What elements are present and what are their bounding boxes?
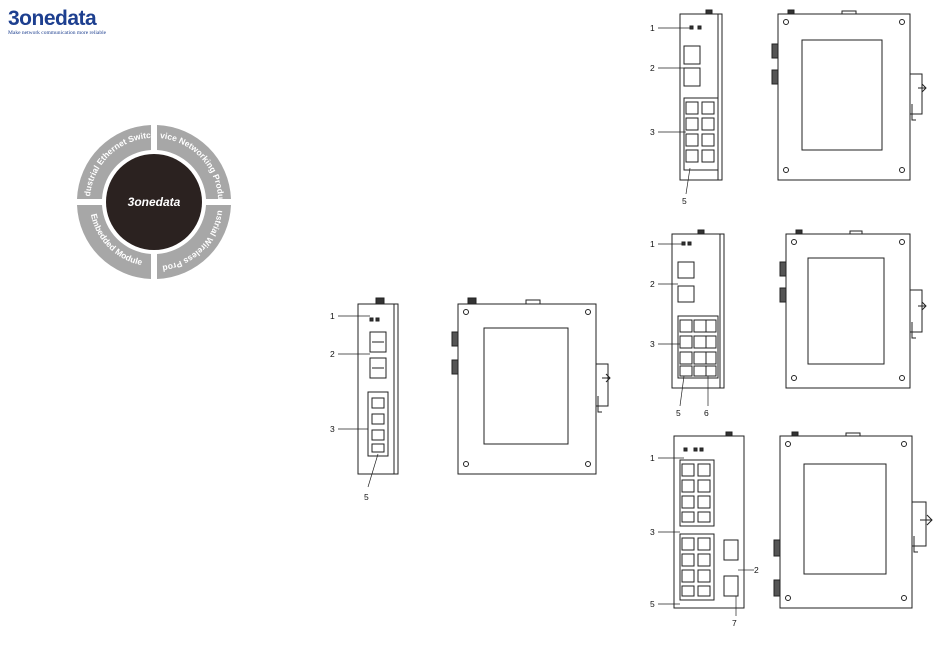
mr-callout-5: 5: [676, 408, 681, 418]
mr-callout-1: 1: [650, 239, 655, 249]
figure-middle-right-switch: 1 2 3 5 6: [646, 228, 946, 424]
tr-callout-3: 3: [650, 127, 655, 137]
small-callout-5: 5: [364, 492, 369, 502]
br-callout-7: 7: [732, 618, 737, 628]
small-front-device: [358, 298, 398, 474]
mr-front-device: [672, 230, 724, 388]
small-callout-2: 2: [330, 349, 335, 359]
br-front-device: [674, 432, 744, 608]
small-callout-3: 3: [330, 424, 335, 434]
mr-callout-3: 3: [650, 339, 655, 349]
brand-name: 3onedata: [8, 8, 106, 30]
mr-side-device: [780, 230, 926, 388]
small-callout-1: 1: [330, 311, 335, 321]
br-side-device: [774, 432, 932, 608]
tr-front-device: [680, 10, 722, 180]
br-callout-2: 2: [754, 565, 759, 575]
product-category-wheel: 3onedata Industrial Ethernet Switch Devi…: [74, 122, 234, 282]
small-side-device: [452, 298, 610, 474]
figure-small-switch: 1 2 3 5: [326, 292, 636, 507]
brand-logo: 3onedata Make network communication more…: [8, 8, 106, 36]
tr-callout-5: 5: [682, 196, 687, 206]
br-callout-1: 1: [650, 453, 655, 463]
wheel-center-label: 3onedata: [128, 195, 181, 209]
figure-bottom-right-switch: 1 3 5 2 7: [646, 430, 946, 630]
tr-callout-1: 1: [650, 23, 655, 33]
figure-top-right-switch: 1 2 3 5: [646, 8, 946, 208]
brand-tagline: Make network communication more reliable: [8, 30, 106, 36]
mr-callout-6: 6: [704, 408, 709, 418]
br-callout-5: 5: [650, 599, 655, 609]
tr-callout-2: 2: [650, 63, 655, 73]
mr-callout-2: 2: [650, 279, 655, 289]
br-callout-3: 3: [650, 527, 655, 537]
tr-side-device: [772, 10, 926, 180]
